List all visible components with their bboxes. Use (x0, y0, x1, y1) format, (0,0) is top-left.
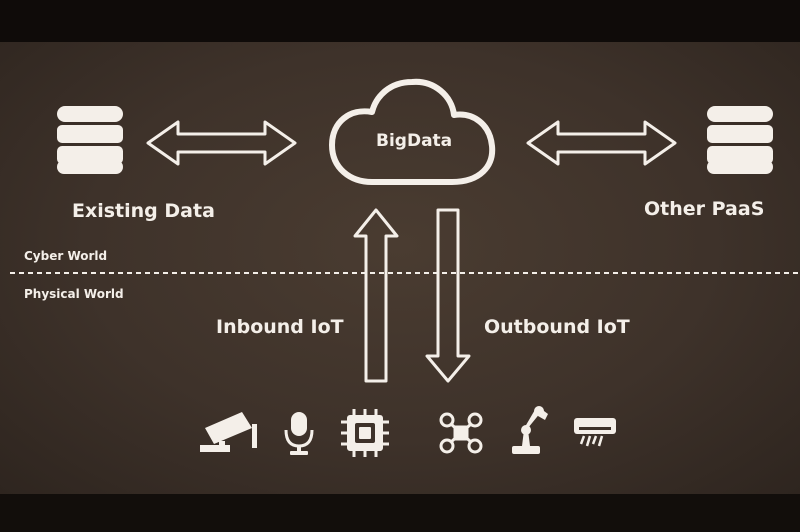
cloud-icon (329, 78, 496, 185)
cyber-world-label: Cyber World (24, 249, 108, 263)
projector-bottom-shade (0, 494, 800, 532)
projector-top-shade (0, 0, 800, 42)
slide-screen (0, 42, 800, 494)
outbound-iot-label: Outbound IoT (484, 316, 630, 338)
double-arrow-left (146, 120, 297, 166)
bigdata-label: BigData (376, 131, 453, 151)
double-arrow-right (526, 120, 677, 166)
outbound-arrow (425, 208, 471, 383)
robot-arm-icon (512, 406, 548, 454)
physical-world-label: Physical World (24, 287, 124, 301)
chip-icon (341, 409, 389, 457)
database-icon-paas (707, 106, 773, 174)
microphone-icon (284, 412, 314, 455)
inbound-iot-label: Inbound IoT (216, 316, 344, 338)
database-icon-existing (57, 106, 123, 174)
drone-icon (439, 412, 483, 454)
other-paas-label: Other PaaS (644, 198, 765, 220)
cctv-camera-icon (200, 412, 257, 452)
inbound-arrow (353, 208, 399, 383)
air-conditioner-icon (574, 418, 616, 447)
existing-data-label: Existing Data (72, 200, 215, 222)
